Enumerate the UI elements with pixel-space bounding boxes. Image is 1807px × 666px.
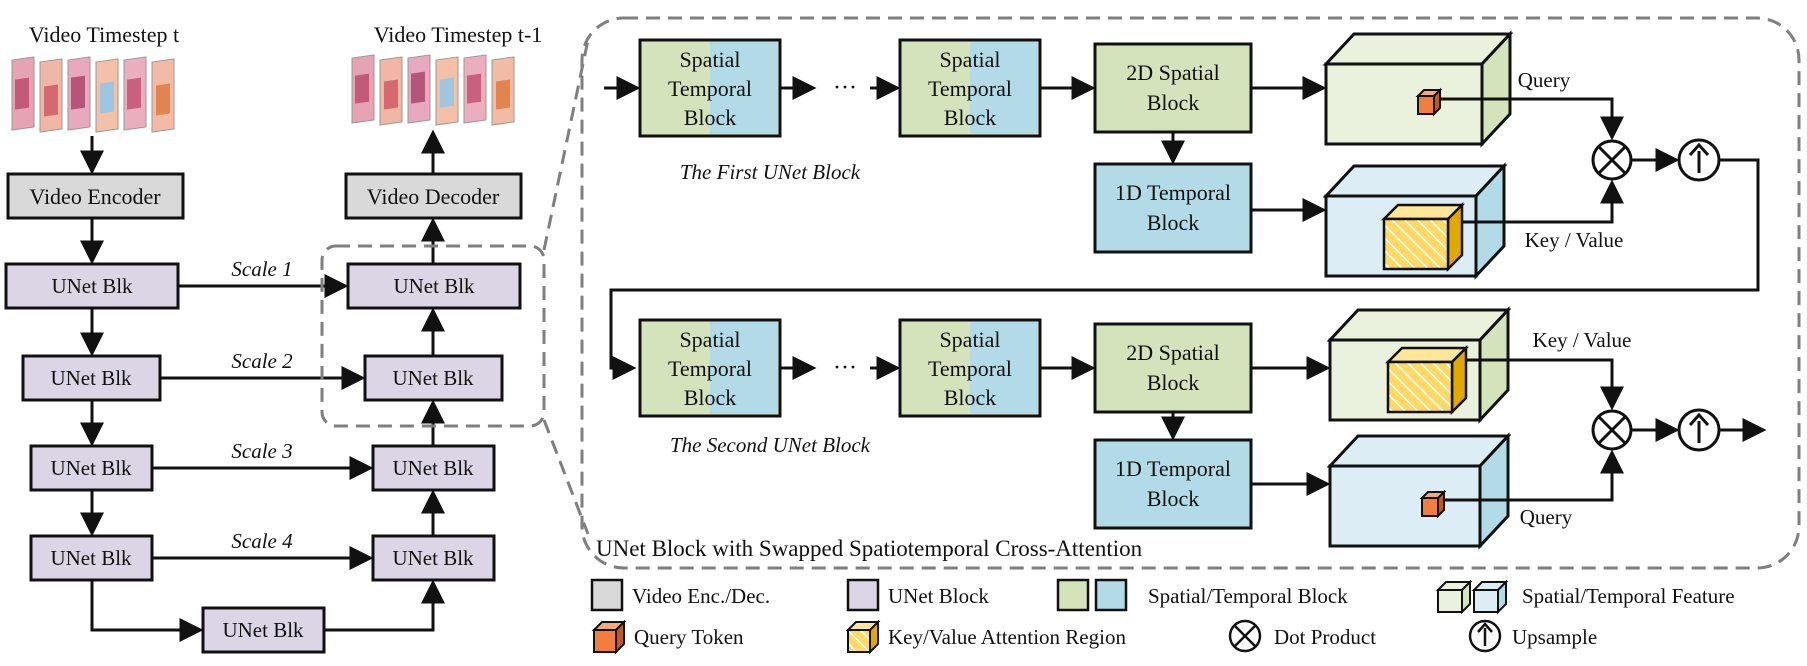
st-block-text-l3: Block xyxy=(944,105,997,130)
spatial-2d-text-l2: Block xyxy=(1147,370,1200,395)
dot-product-icon xyxy=(1228,619,1262,653)
kv-label-1: Key / Value xyxy=(1525,228,1624,252)
temporal-1d-text-l2: Block xyxy=(1147,210,1200,235)
unet-block-label: UNet Blk xyxy=(50,546,132,570)
legend-st-block-label: Spatial/Temporal Block xyxy=(1148,584,1348,608)
unet-block-label: UNet Blk xyxy=(392,546,474,570)
legend-dot-product-label: Dot Product xyxy=(1274,625,1376,649)
unet-block-label: UNet Blk xyxy=(392,456,474,480)
encoder-unet-stack: UNet Blk UNet Blk UNet Blk UNet Blk UNet… xyxy=(4,262,326,654)
output-video-label: Video Timestep t-1 xyxy=(374,22,543,47)
spatial-2d-block-2 xyxy=(1093,322,1253,414)
legend-swatch-unet xyxy=(846,578,880,612)
zoom-highlight-box xyxy=(320,244,546,428)
legend-swatch-temporal xyxy=(1094,578,1128,612)
temporal-1d-block-1 xyxy=(1093,162,1253,254)
video-encoder-box xyxy=(6,172,185,220)
legend-enc-dec-label: Video Enc./Dec. xyxy=(632,584,770,608)
st-block-text-l3: Block xyxy=(684,385,737,410)
first-unet-block-caption: The First UNet Block xyxy=(680,160,861,184)
scale-label-3: Scale 3 xyxy=(231,439,292,463)
kv-label-2: Key / Value xyxy=(1533,328,1632,352)
legend: Video Enc./Dec. UNet Block Spatial/Tempo… xyxy=(590,578,1735,655)
input-video-label: Video Timestep t xyxy=(29,22,179,47)
legend-upsample-label: Upsample xyxy=(1512,625,1597,649)
st-block-text-l1: Spatial xyxy=(679,327,740,352)
query-token-cube-2 xyxy=(1419,489,1447,519)
upsample-icon xyxy=(1468,619,1502,653)
ellipsis-2: ··· xyxy=(833,355,857,381)
unet-block-label: UNet Blk xyxy=(50,366,132,390)
kv-region-cube-1 xyxy=(1380,201,1466,273)
temporal-1d-text-l1: 1D Temporal xyxy=(1115,456,1231,481)
video-encoder-label: Video Encoder xyxy=(29,184,161,209)
legend-unet-label: UNet Block xyxy=(888,584,989,608)
legend-st-feature-label: Spatial/Temporal Feature xyxy=(1522,584,1735,608)
temporal-1d-block-2 xyxy=(1093,438,1253,530)
temporal-feature-cube-2 xyxy=(1326,432,1512,550)
scale-label-4: Scale 4 xyxy=(231,529,293,553)
unet-block-enc-1 xyxy=(4,262,180,310)
st-block-text-l3: Block xyxy=(684,105,737,130)
st-block-text-l1: Spatial xyxy=(679,47,740,72)
dot-product-op-1 xyxy=(1591,139,1633,181)
spatial-2d-text-l1: 2D Spatial xyxy=(1126,340,1220,365)
legend-swatch-kv-region xyxy=(845,619,881,655)
unet-block-label: UNet Blk xyxy=(51,274,133,298)
ellipsis-1: ··· xyxy=(833,75,857,101)
legend-swatch-query-token xyxy=(591,619,627,655)
unet-block-label: UNet Blk xyxy=(393,274,475,298)
spatial-feature-cube-1 xyxy=(1322,30,1514,148)
query-token-cube-1 xyxy=(1415,87,1443,117)
st-block-text-l2: Temporal xyxy=(668,76,752,101)
dot-product-op-2 xyxy=(1591,409,1633,451)
st-block-text-l1: Spatial xyxy=(939,327,1000,352)
query-label-2: Query xyxy=(1520,505,1573,529)
query-label-1: Query xyxy=(1518,68,1571,92)
detail-panel-caption: UNet Block with Swapped Spatiotemporal C… xyxy=(596,536,1143,561)
spatial-2d-text-l1: 2D Spatial xyxy=(1126,60,1220,85)
st-block-text-l1: Spatial xyxy=(939,47,1000,72)
legend-swatch-temporal-feature xyxy=(1471,579,1509,615)
legend-swatch-enc-dec xyxy=(590,578,624,612)
legend-kv-region-label: Key/Value Attention Region xyxy=(888,625,1126,649)
temporal-1d-text-l2: Block xyxy=(1147,486,1200,511)
zoom-connector-top xyxy=(542,39,590,251)
spatial-2d-block-1 xyxy=(1093,42,1253,134)
output-video-frames xyxy=(351,54,515,126)
upsample-op-1 xyxy=(1677,138,1721,182)
upsample-op-2 xyxy=(1677,408,1721,452)
legend-swatch-spatial xyxy=(1056,578,1090,612)
scale-label-2: Scale 2 xyxy=(231,349,293,373)
decoder-unet-stack: UNet Blk UNet Blk UNet Blk UNet Blk xyxy=(346,262,522,582)
st-block-text-l2: Temporal xyxy=(668,356,752,381)
second-unet-block-caption: The Second UNet Block xyxy=(670,433,871,457)
st-block-text-l3: Block xyxy=(944,385,997,410)
unet-block-label: UNet Blk xyxy=(392,366,474,390)
video-decoder-label: Video Decoder xyxy=(367,184,500,209)
unet-block-label: UNet Blk xyxy=(222,618,304,642)
legend-swatch-spatial-feature xyxy=(1435,579,1473,615)
st-block-text-l2: Temporal xyxy=(928,76,1012,101)
zoom-connector-bottom xyxy=(542,419,590,535)
st-block-text-l2: Temporal xyxy=(928,356,1012,381)
kv-region-cube-2 xyxy=(1384,344,1470,416)
scale-label-1: Scale 1 xyxy=(231,257,292,281)
legend-query-token-label: Query Token xyxy=(634,625,744,649)
unet-block-label: UNet Blk xyxy=(50,456,132,480)
spatial-2d-text-l2: Block xyxy=(1147,90,1200,115)
input-video-frames xyxy=(11,56,175,133)
temporal-1d-text-l1: 1D Temporal xyxy=(1115,180,1231,205)
unet-block-dec-1 xyxy=(346,262,522,310)
detail-panel-border xyxy=(580,16,1801,570)
